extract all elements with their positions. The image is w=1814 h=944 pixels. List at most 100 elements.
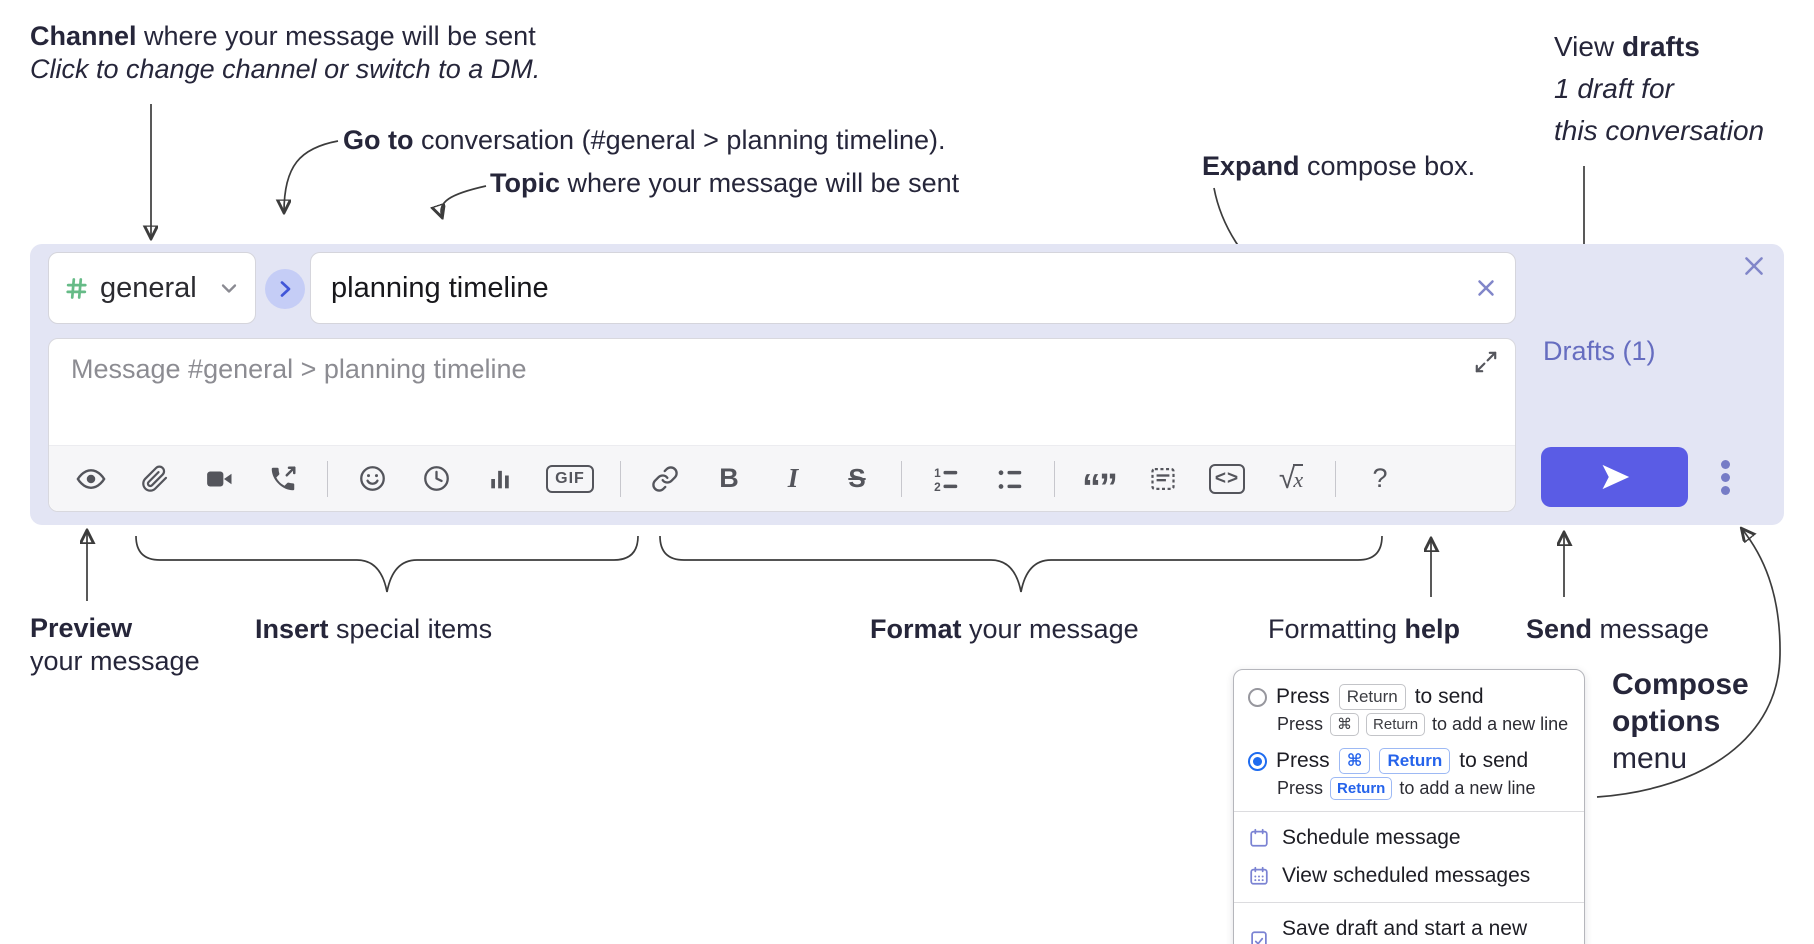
kebab-dot xyxy=(1720,472,1730,482)
topic-input[interactable]: planning timeline xyxy=(310,252,1516,324)
channel-selector[interactable]: general xyxy=(48,252,256,324)
expand-annotation: Expand compose box. xyxy=(1202,151,1476,181)
bullet-list-icon xyxy=(998,469,1022,489)
send-mode-cmd-return-hint: Press Return to add a new line xyxy=(1277,777,1536,800)
sqrt-icon: √ xyxy=(1278,461,1296,495)
format-brace xyxy=(659,535,1383,593)
clock-button[interactable] xyxy=(414,457,458,501)
send-mode-return-hint: Press ⌘ Return to add a new line xyxy=(1277,713,1569,736)
close-compose-button[interactable] xyxy=(1736,248,1772,284)
paperclip-icon xyxy=(142,465,168,492)
close-icon xyxy=(1745,257,1763,275)
send-icon xyxy=(1602,464,1629,490)
document-check-icon xyxy=(1251,931,1267,944)
expand-icon xyxy=(1475,351,1497,373)
channel-name: general xyxy=(100,271,197,304)
compose-toolbar: GIF B I S xyxy=(49,445,1515,511)
send-mode-return-option[interactable]: Press Return to send xyxy=(1234,676,1584,712)
blockquote-button[interactable]: “” xyxy=(1077,457,1121,509)
goto-annotation: Go to conversation (#general > planning … xyxy=(343,125,946,155)
compose-options-menu: Press Return to send Press ⌘ Return to a… xyxy=(1233,669,1585,944)
save-draft-item[interactable]: Save draft and start a new message xyxy=(1234,910,1584,944)
menu-divider xyxy=(1234,811,1584,812)
formatting-help-annotation: Formatting help xyxy=(1268,614,1461,644)
toolbar-divider xyxy=(1054,460,1055,497)
drafts-link[interactable]: Drafts (1) xyxy=(1543,336,1656,366)
formatting-help-button[interactable]: ? xyxy=(1358,457,1402,501)
link-button[interactable] xyxy=(643,457,687,501)
compose-box: general planning timeline xyxy=(30,244,1784,525)
preview-annotation: Preview your message xyxy=(30,613,200,676)
gif-button[interactable]: GIF xyxy=(542,457,598,501)
goto-annotation-line xyxy=(284,140,339,212)
inline-code-button[interactable]: <> xyxy=(1205,457,1249,501)
bold-icon: B xyxy=(719,463,739,493)
send-mode-cmd-return-option[interactable]: Press ⌘ Return to send xyxy=(1234,740,1584,776)
ordered-list-icon: 1 2 xyxy=(934,466,958,493)
radio-selected-icon xyxy=(1248,751,1267,771)
toolbar-divider xyxy=(901,460,902,497)
code-icon: <> xyxy=(1208,463,1246,494)
help-icon: ? xyxy=(1372,463,1388,493)
toolbar-divider xyxy=(327,460,328,497)
italic-icon: I xyxy=(787,463,799,493)
italic-button[interactable]: I xyxy=(771,457,815,501)
expand-compose-button[interactable] xyxy=(1471,347,1501,377)
phone-forward-icon xyxy=(271,466,296,490)
send-message-annotation: Send message xyxy=(1526,614,1710,644)
bar-chart-icon xyxy=(491,470,509,488)
topic-clear-button[interactable] xyxy=(1473,275,1499,301)
bold-button[interactable]: B xyxy=(707,457,751,501)
kebab-dot xyxy=(1720,459,1730,469)
toolbar-divider xyxy=(620,460,621,497)
channel-hash-icon xyxy=(66,277,87,299)
schedule-message-item[interactable]: Schedule message xyxy=(1234,819,1584,857)
strikethrough-button[interactable]: S xyxy=(835,457,879,501)
menu-divider xyxy=(1234,902,1584,903)
calendar-icon xyxy=(1250,828,1268,847)
chevron-right-icon xyxy=(280,281,291,297)
formula-button[interactable]: √x xyxy=(1278,461,1304,495)
gif-icon: GIF xyxy=(546,464,594,493)
close-icon xyxy=(1478,280,1494,296)
eye-icon xyxy=(76,468,106,489)
smiley-icon xyxy=(359,466,385,491)
video-camera-icon xyxy=(207,471,232,486)
radio-unselected-icon xyxy=(1248,687,1267,707)
message-input[interactable]: Message #general > planning timeline xyxy=(71,354,527,384)
kebab-dot xyxy=(1720,485,1730,495)
quote-icon: “” xyxy=(1082,466,1118,509)
compose-options-annotation: Compose options menu xyxy=(1612,668,1749,775)
send-button[interactable] xyxy=(1541,447,1688,507)
preview-button[interactable] xyxy=(69,457,113,501)
insert-annotation: Insert special items xyxy=(255,614,493,644)
view-drafts-annotation: View drafts 1 draft for this conversatio… xyxy=(1554,31,1765,146)
emoji-button[interactable] xyxy=(350,457,394,501)
audio-call-button[interactable] xyxy=(261,457,305,501)
topic-value: planning timeline xyxy=(331,271,549,304)
code-block-icon xyxy=(1151,467,1175,490)
compose-options-button[interactable] xyxy=(1710,451,1740,503)
channel-annotation: Channel where your message will be sent … xyxy=(30,21,541,84)
strikethrough-icon: S xyxy=(848,463,866,493)
toolbar-divider xyxy=(1335,460,1336,497)
goto-conversation-button[interactable] xyxy=(265,269,305,309)
view-scheduled-messages-item[interactable]: View scheduled messages xyxy=(1234,857,1584,895)
svg-text:2: 2 xyxy=(934,479,941,493)
link-icon xyxy=(652,465,678,492)
topic-annotation-line xyxy=(441,185,487,217)
attachment-button[interactable] xyxy=(133,457,177,501)
message-area: Message #general > planning timeline xyxy=(48,338,1516,512)
code-block-button[interactable] xyxy=(1141,457,1185,501)
insert-brace xyxy=(135,535,639,593)
topic-annotation: Topic where your message will be sent xyxy=(490,168,960,198)
poll-button[interactable] xyxy=(478,457,522,501)
ordered-list-button[interactable]: 1 2 xyxy=(924,457,968,501)
clock-icon xyxy=(423,466,449,491)
calendar-grid-icon xyxy=(1250,866,1268,885)
video-clip-button[interactable] xyxy=(197,457,241,501)
bullet-list-button[interactable] xyxy=(988,457,1032,501)
chevron-down-icon xyxy=(221,284,237,293)
format-annotation: Format your message xyxy=(870,614,1139,644)
